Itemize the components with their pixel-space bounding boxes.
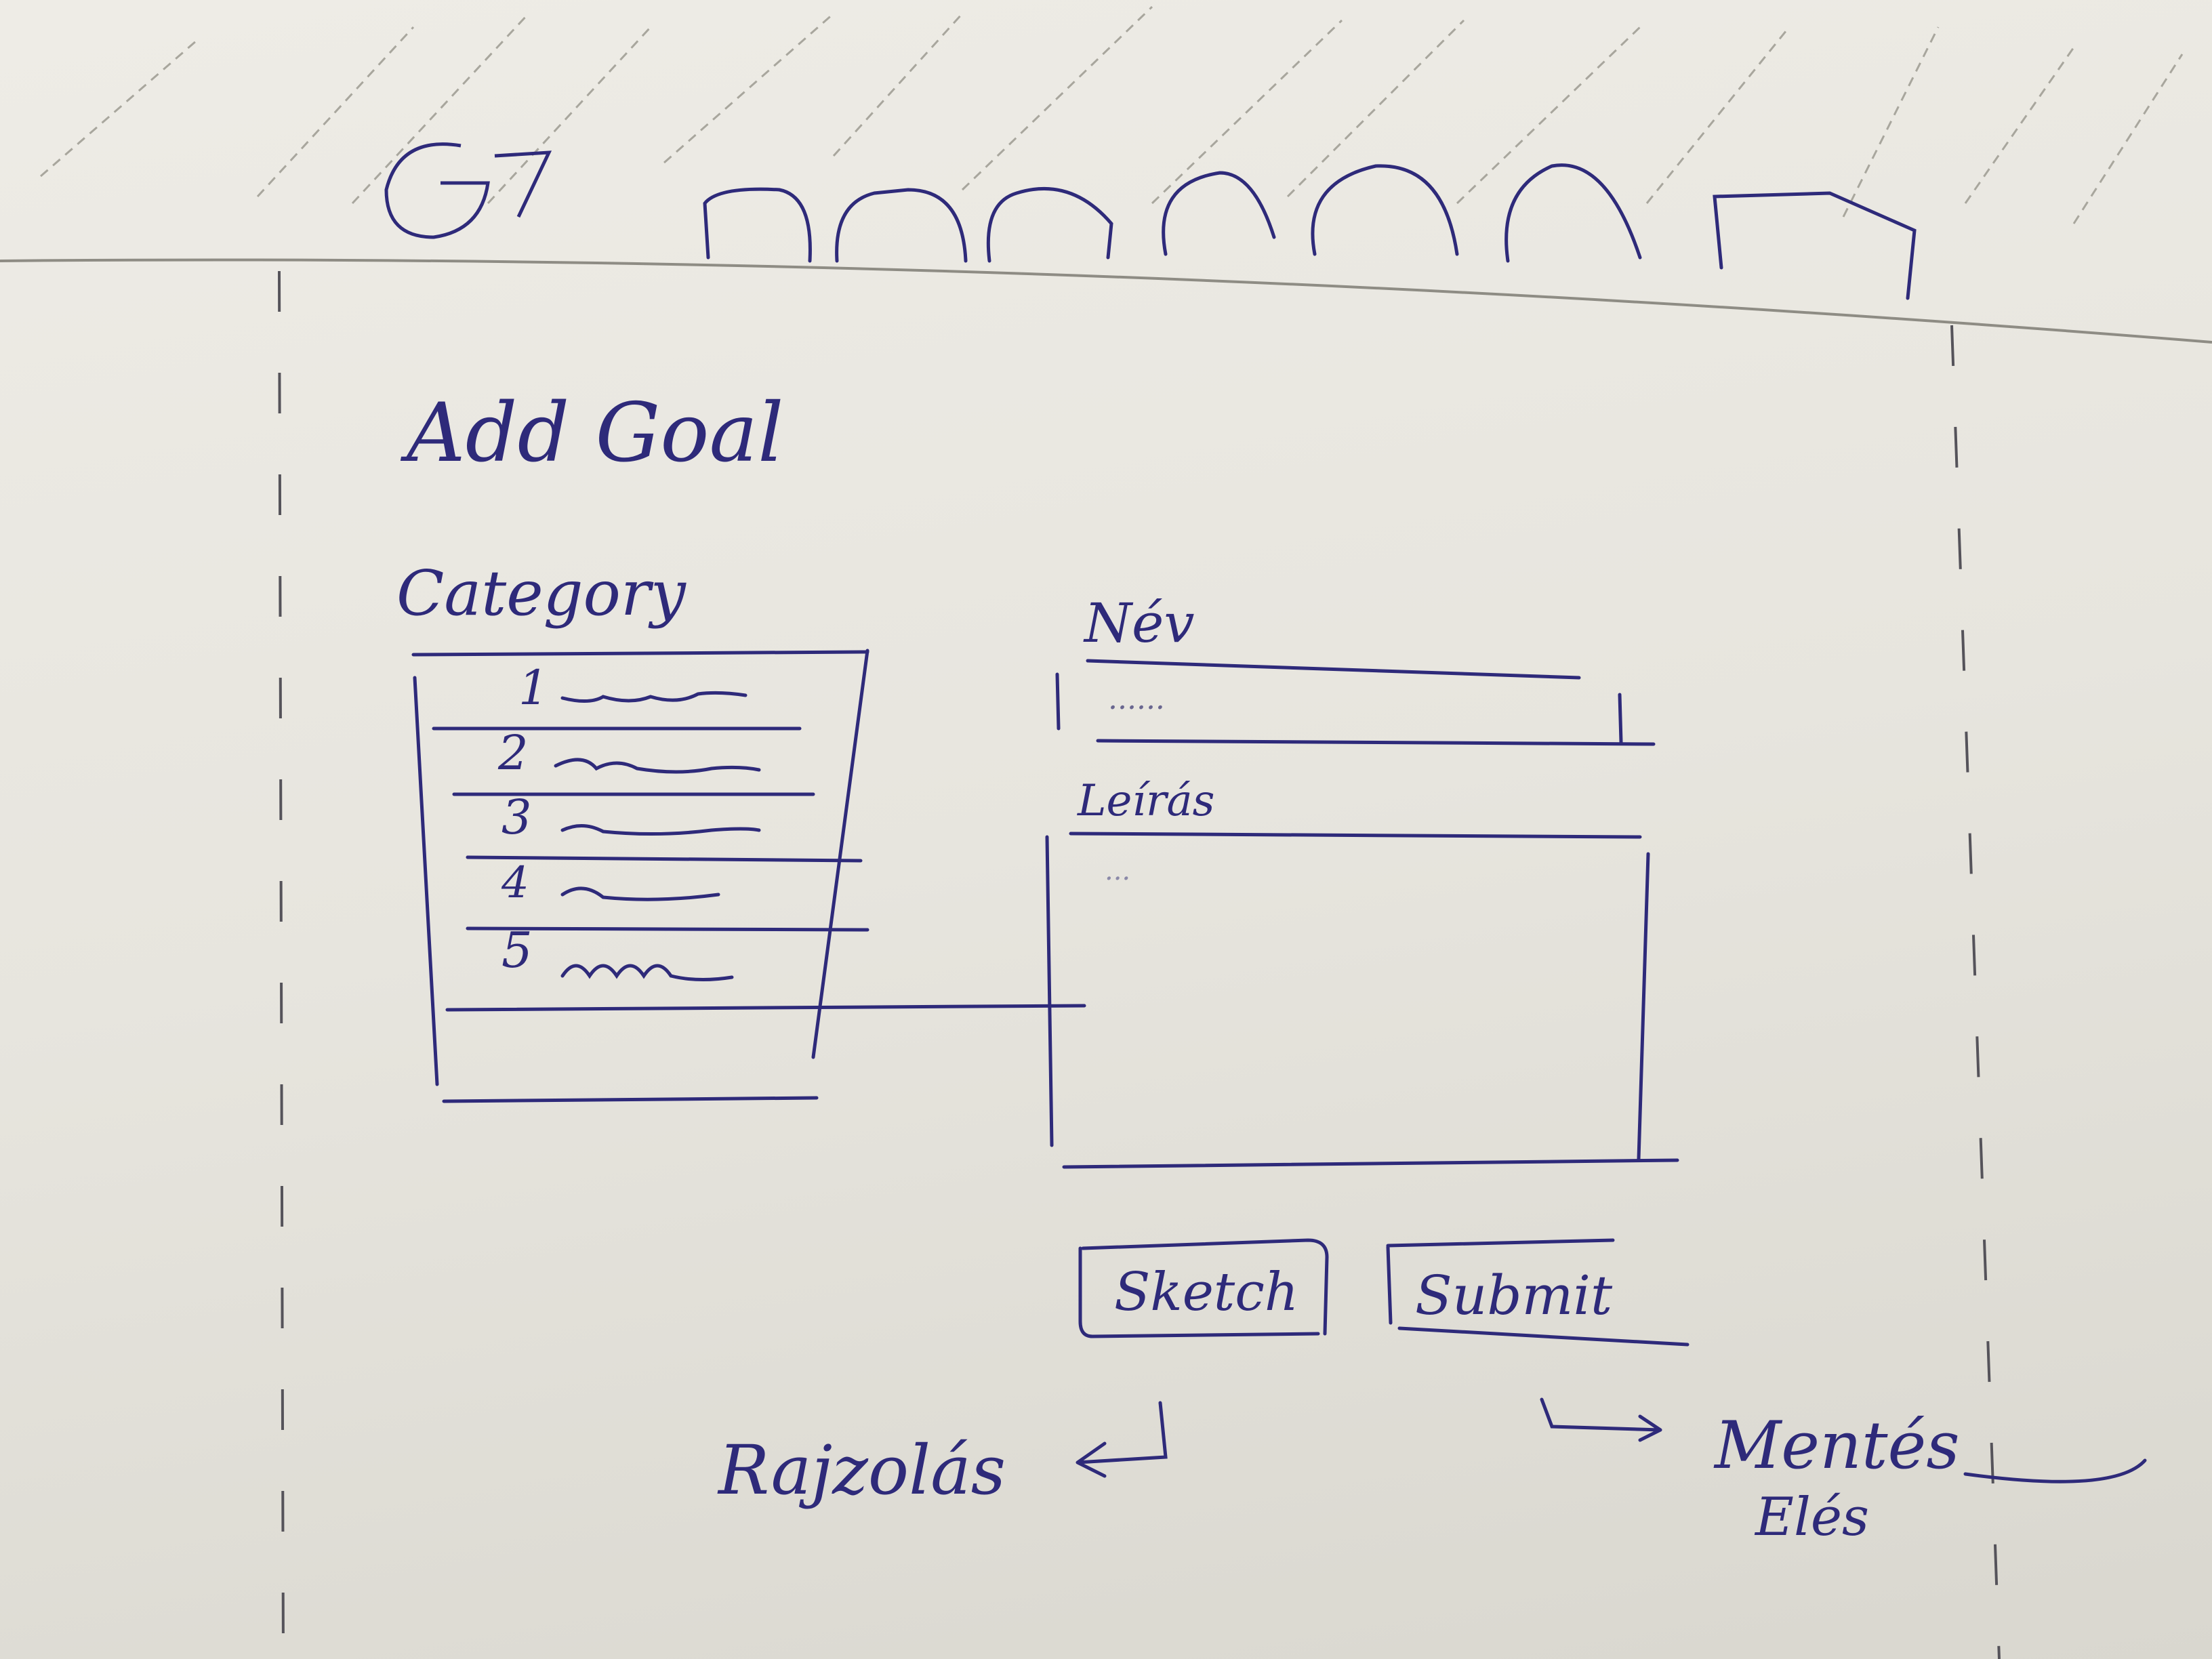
submit-button[interactable]: Submit	[1388, 1240, 1686, 1342]
tab-7[interactable]	[1715, 190, 1918, 298]
category-item-2[interactable]: 2	[498, 725, 529, 781]
submit-annotation-line-1: Mentés	[1715, 1408, 1960, 1483]
sketch-button[interactable]: Sketch	[1080, 1240, 1326, 1336]
category-list: 1 2 3 4 5	[417, 655, 864, 1102]
submit-annotation-line-2: Elés	[1755, 1487, 1870, 1548]
category-item-3[interactable]: 3	[501, 790, 532, 845]
name-label: Név	[1084, 592, 1195, 655]
description-label: Leírás	[1078, 776, 1215, 826]
logo-g7-icon[interactable]: G7	[380, 129, 556, 244]
tab-4[interactable]	[1152, 169, 1277, 258]
name-input[interactable]: ......	[1061, 671, 1620, 742]
tab-3[interactable]	[983, 176, 1115, 261]
page-title: Add Goal	[407, 386, 784, 480]
description-placeholder: ...	[1105, 855, 1131, 886]
category-item-1[interactable]: 1	[518, 660, 549, 716]
logo-mark	[384, 142, 552, 239]
submit-button-label: Submit	[1415, 1264, 1613, 1327]
description-textarea[interactable]: ...	[1050, 837, 1640, 1162]
category-item-4[interactable]: 4	[501, 858, 529, 908]
name-placeholder: ......	[1108, 682, 1165, 716]
category-label: Category	[396, 557, 686, 630]
tab-1[interactable]	[705, 183, 813, 261]
app-header: G7	[0, 0, 2212, 261]
sketch-button-label: Sketch	[1114, 1262, 1299, 1323]
tab-6[interactable]	[1498, 159, 1643, 261]
tab-5[interactable]	[1301, 163, 1460, 258]
category-item-5[interactable]: 5	[501, 922, 533, 979]
tab-2[interactable]	[834, 183, 969, 261]
sketch-annotation: Rajzolás	[718, 1431, 1006, 1510]
